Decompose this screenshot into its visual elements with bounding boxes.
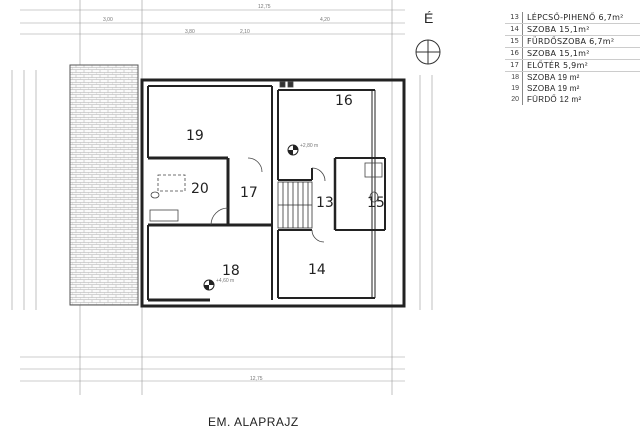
dim-d: 2,10: [240, 29, 250, 35]
legend-name: FÜRDŐ 12 m²: [527, 95, 582, 104]
dim-b: 4,20: [320, 17, 330, 23]
level-marker-lower: [203, 279, 215, 291]
terrace-wall: [69, 64, 139, 306]
room-18: 18: [222, 263, 240, 279]
walls: [140, 78, 406, 308]
legend-name: ELŐTÉR 5,9m²: [527, 61, 589, 70]
room-19: 19: [186, 128, 204, 144]
legend-row: 19 SZOBA 19 m²: [505, 83, 640, 94]
legend-row: 18 SZOBA 19 m²: [505, 72, 640, 83]
legend-name: FÜRDŐSZOBA 6,7m²: [527, 37, 615, 46]
room-20: 20: [191, 181, 209, 197]
north-label: É: [424, 10, 434, 26]
legend-name: SZOBA 15,1m²: [527, 25, 590, 34]
legend-row: 20 FÜRDŐ 12 m²: [505, 94, 640, 105]
legend-row: 16 SZOBA 15,1m²: [505, 48, 640, 60]
legend-row: 14 SZOBA 15,1m²: [505, 24, 640, 36]
dim-total-bottom: 12,75: [250, 376, 263, 382]
room-16: 16: [335, 93, 353, 109]
legend-num: 13: [505, 12, 523, 23]
level-marker-upper: [287, 144, 299, 156]
legend-num: 19: [505, 83, 523, 94]
dimension-lines: [11, 0, 433, 395]
room-17: 17: [240, 185, 258, 201]
legend-row: 13 LÉPCSŐ-PIHENŐ 6,7m²: [505, 12, 640, 24]
compass-icon: [415, 39, 441, 65]
legend-name: SZOBA 19 m²: [527, 73, 580, 82]
dim-total-top: 12,75: [258, 4, 271, 10]
legend-num: 20: [505, 94, 523, 105]
fixtures: [149, 81, 383, 243]
legend-name: SZOBA 15,1m²: [527, 49, 590, 58]
legend-name: SZOBA 19 m²: [527, 84, 580, 93]
legend-num: 16: [505, 48, 523, 59]
level-lower-label: +4,60 m: [216, 278, 234, 284]
plan-title: EM. ALAPRAJZ: [208, 415, 299, 429]
level-upper-label: +2,80 m: [300, 143, 318, 149]
dim-c: 3,80: [185, 29, 195, 35]
staircase: [277, 181, 313, 229]
room-14: 14: [308, 262, 326, 278]
legend-num: 18: [505, 72, 523, 83]
legend-row: 17 ELŐTÉR 5,9m²: [505, 60, 640, 72]
legend-num: 14: [505, 24, 523, 35]
legend-row: 15 FÜRDŐSZOBA 6,7m²: [505, 36, 640, 48]
legend-num: 15: [505, 36, 523, 47]
legend-name: LÉPCSŐ-PIHENŐ 6,7m²: [527, 13, 624, 22]
legend-num: 17: [505, 60, 523, 71]
room-15: 15: [367, 195, 385, 211]
dim-a: 3,00: [103, 17, 113, 23]
room-13: 13: [316, 195, 334, 211]
